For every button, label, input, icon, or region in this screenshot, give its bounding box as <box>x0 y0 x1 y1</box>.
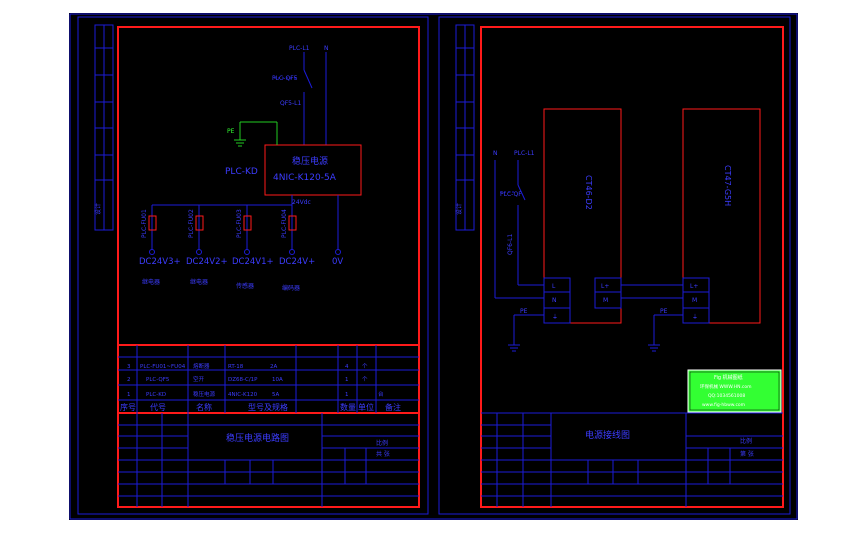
terminal-label: ⏚ <box>552 314 558 321</box>
pe-label: PE <box>227 128 235 135</box>
output-label: DC24V3+ <box>139 257 181 267</box>
bom-header: 型号及规格 <box>248 402 288 412</box>
terminal-label: M <box>603 297 608 304</box>
bom-cell: DZ68-C/1P <box>228 377 258 383</box>
n-label: N <box>493 150 498 157</box>
note-label: 编码器 <box>282 284 300 292</box>
unit1-label: CT46-D2 <box>584 175 593 210</box>
bom-cell: 个 <box>362 376 368 383</box>
out-label: 24Vdc <box>292 199 311 206</box>
terminal-label: L <box>552 283 556 290</box>
outer-frame <box>69 13 798 520</box>
bom-cell: PLC-KD <box>146 392 166 398</box>
terminal-label: L+ <box>601 283 609 290</box>
supply-model: 4NIC-K120-5A <box>273 173 337 183</box>
bom-cell: 稳压电源 <box>193 390 216 398</box>
bom-cell: 1 <box>345 377 349 383</box>
note-label: 继电器 <box>190 278 208 286</box>
unit2-label: CT47-G5H <box>723 165 732 206</box>
bom-header: 名称 <box>196 402 212 412</box>
output-label: DC24V2+ <box>186 257 228 267</box>
bom-table <box>118 344 419 414</box>
bom-header: 数量 <box>340 402 356 412</box>
stamp-line: Fig 机械图纸 <box>714 374 743 381</box>
sheet-label: 共 张 <box>376 450 390 458</box>
svg-text:设计: 设计 <box>455 203 463 215</box>
supply-name: 稳压电源 <box>292 155 328 167</box>
fuse-label: PLC-FU02 <box>188 209 195 238</box>
note-label: 传感器 <box>236 282 254 290</box>
bom-cell: 3 <box>127 364 131 370</box>
drawing-background <box>69 13 798 520</box>
n-label: N <box>324 45 329 52</box>
pe-label: PE <box>520 308 528 315</box>
output-label: 0V <box>332 257 343 267</box>
terminal-label: N <box>552 297 557 304</box>
bom-header: 单位 <box>358 402 374 412</box>
bom-header: 序号 <box>120 402 136 412</box>
plc-l1-label: PLC-L1 <box>514 150 535 157</box>
bom-cell: 4 <box>345 364 349 370</box>
bom-cell: 4NIC-K120 <box>228 392 258 398</box>
unit-ct46 <box>543 108 622 324</box>
terminal-label: L+ <box>690 283 698 290</box>
svg-text:设计: 设计 <box>94 203 102 215</box>
bom-cell: 2A <box>270 364 277 370</box>
right-title: 电源接线图 <box>585 429 630 441</box>
pe-label: PE <box>660 308 668 315</box>
bom-cell: 1 <box>345 392 349 398</box>
ratio-label: 比例 <box>740 437 752 445</box>
stamp-line: www.fig-hbww.com <box>702 402 745 408</box>
bom-header: 备注 <box>385 402 401 412</box>
qf5-label: PLC-QF5 <box>272 75 298 82</box>
terminal-label: M <box>692 297 697 304</box>
right-border <box>480 26 784 508</box>
bom-cell: 个 <box>362 363 368 370</box>
ratio-label: 比例 <box>376 439 388 447</box>
plc-l1-label: PLC-L1 <box>289 45 310 52</box>
bom-cell: RT-18 <box>228 364 244 370</box>
watermark-stamp: Fig 机械图纸 环保机械 WWW.HN.com QQ:1034561008 w… <box>687 369 782 413</box>
right-title-block <box>481 412 783 507</box>
bom-cell: 空开 <box>193 375 205 383</box>
qf5-l1-label: QF5-L1 <box>280 100 301 107</box>
stamp-line: 环保机械 WWW.HN.com <box>700 383 751 390</box>
qf-l1-label: QF6-L1 <box>507 234 514 255</box>
page-label: 第 张 <box>740 450 754 458</box>
fuse-label: PLC-FU03 <box>236 209 243 238</box>
unit-ct47 <box>682 108 761 324</box>
bom-cell: PLC-QF5 <box>146 377 170 383</box>
left-border <box>117 26 420 508</box>
note-label: 继电器 <box>142 278 160 286</box>
fuse-label: PLC-FU04 <box>281 209 288 238</box>
stamp-line: QQ:1034561008 <box>708 393 745 399</box>
kd-label: PLC-KD <box>225 167 258 177</box>
output-label: DC24V+ <box>279 257 315 267</box>
bom-cell: PLC-FU01~FU04 <box>140 364 186 370</box>
fuse-label: PLC-FU01 <box>141 209 148 238</box>
bom-cell: 熔断器 <box>193 362 210 370</box>
bom-cell: 台 <box>378 390 384 398</box>
bom-cell: 5A <box>272 392 279 398</box>
bom-cell: 10A <box>272 377 283 383</box>
left-title-block <box>118 413 419 507</box>
ground-icon <box>234 121 278 147</box>
terminal-label: ⏚ <box>692 314 698 321</box>
bom-cell: 2 <box>127 377 131 383</box>
left-sheet: 设计 <box>77 16 429 515</box>
bom-cell: 1 <box>127 392 131 398</box>
bom-header: 代号 <box>150 402 166 412</box>
right-sheet: 设计 CT46-D2 CT47-G5H <box>438 16 791 515</box>
left-title: 稳压电源电路图 <box>226 432 289 444</box>
output-label: DC24V1+ <box>232 257 274 267</box>
qf-label: PLC-QF <box>500 191 522 198</box>
